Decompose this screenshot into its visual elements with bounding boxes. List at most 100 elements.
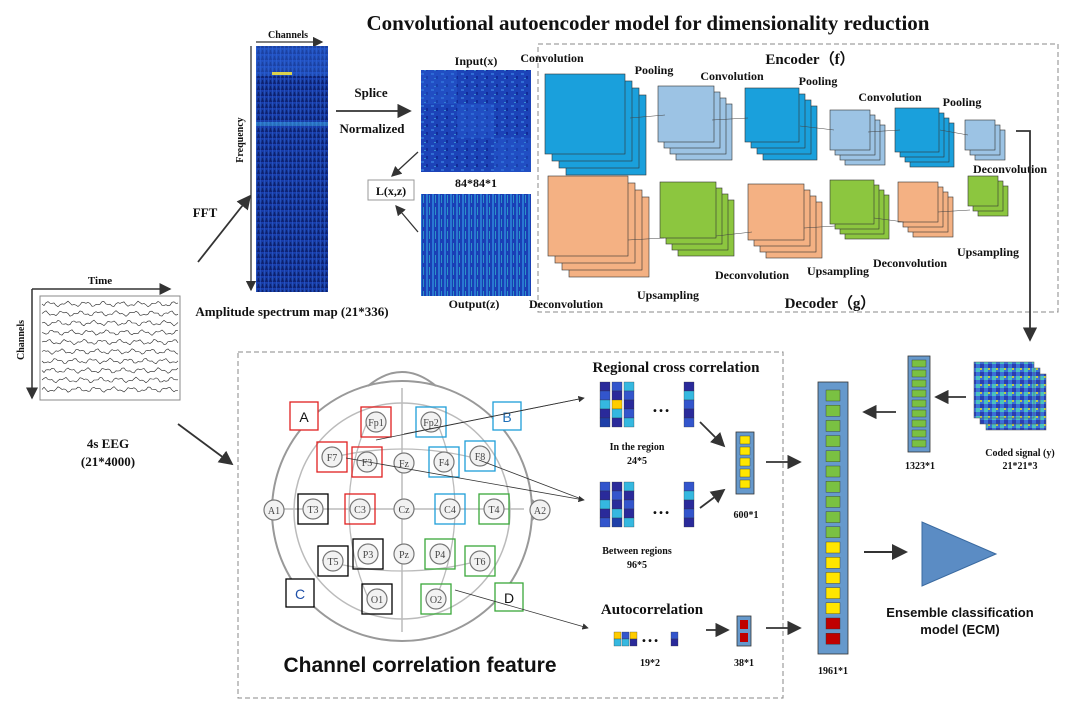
concat-cell xyxy=(825,465,841,478)
flattened-size: 1323*1 xyxy=(905,461,935,472)
vector-cell xyxy=(911,389,927,398)
eeg-trace xyxy=(41,357,179,365)
encoder-pool-layer xyxy=(964,119,996,151)
cross-vector-cells xyxy=(739,435,751,489)
electrode-region-box xyxy=(464,440,496,472)
encoder-connector xyxy=(867,129,901,133)
vector-cell xyxy=(911,429,927,438)
in-region-cell xyxy=(683,390,695,401)
eeg-trace xyxy=(41,348,179,355)
region-d-box xyxy=(494,582,524,612)
autocorr-cell xyxy=(621,631,630,640)
decoder-stage-2: Upsampling xyxy=(637,288,699,302)
electrode-label: P3 xyxy=(363,550,374,561)
electrode-label: T4 xyxy=(488,505,499,516)
between-cell xyxy=(599,481,611,492)
electrode-label: P4 xyxy=(435,550,446,561)
in-region-cell xyxy=(623,417,635,428)
decoder-deconv-layer xyxy=(897,181,939,223)
in-region-cell xyxy=(611,390,623,401)
vector-cell xyxy=(911,359,927,368)
autocorr-cell xyxy=(613,631,622,640)
electrode-p4 xyxy=(429,543,451,565)
eeg-trace xyxy=(41,319,179,327)
coded-signal: Coded signal (y) 21*21*3 xyxy=(973,361,1055,472)
eeg-caption-line1: 4s EEG xyxy=(87,436,129,451)
electrode-region-box xyxy=(351,446,383,478)
electrode-label: O2 xyxy=(430,595,442,606)
decoder-stage-5: Deconvolution xyxy=(873,256,947,270)
encoder-connector xyxy=(711,117,749,121)
electrode-region-box xyxy=(361,583,393,615)
between-cell xyxy=(623,499,635,510)
encoder-conv-layer xyxy=(894,107,940,153)
between-cell xyxy=(611,517,623,528)
concat-cell xyxy=(825,435,841,447)
loss-label: L(x,z) xyxy=(376,184,406,198)
electrode-t5 xyxy=(322,550,344,572)
fft-label: FFT xyxy=(193,205,218,220)
in-region-matrix xyxy=(599,381,695,428)
splice-label: Splice xyxy=(354,85,387,100)
autocorr-cell xyxy=(621,638,630,647)
in-region-cell xyxy=(599,408,611,419)
region-c-label: C xyxy=(295,586,305,602)
between-cell xyxy=(623,508,635,519)
between-cell xyxy=(599,517,611,528)
eeg-trace xyxy=(41,338,179,346)
electrode-label: O1 xyxy=(371,595,383,606)
electrode-t3 xyxy=(302,498,324,520)
eeg-trace xyxy=(41,376,178,384)
regional-title: Regional cross correlation xyxy=(593,360,761,376)
cross-size: 600*1 xyxy=(734,510,759,521)
electrode-fp2 xyxy=(420,411,442,433)
input-size: 84*84*1 xyxy=(455,176,497,190)
in-region-cell xyxy=(623,399,635,410)
in-region-cell xyxy=(683,399,695,410)
eeg-trace xyxy=(41,310,179,317)
electrode-fp1 xyxy=(365,411,387,433)
decoder-connector xyxy=(627,237,665,241)
encoder-blocks xyxy=(544,73,1006,176)
encoder-last-stage: Deconvolution xyxy=(973,162,1047,176)
between-cell xyxy=(683,517,695,528)
decoder-title: Decoder（g） xyxy=(785,294,876,312)
vector-cell xyxy=(911,439,927,448)
spectrum-frequency-label: Frequency xyxy=(235,117,246,162)
concat-cell xyxy=(825,420,841,432)
electrode-label: T3 xyxy=(307,505,318,516)
electrode-label: Fz xyxy=(399,459,410,470)
eeg-time-label: Time xyxy=(88,275,112,287)
encoder-stage-3: Convolution xyxy=(700,69,764,83)
electrode-region-box xyxy=(297,493,329,525)
electrode-f8 xyxy=(469,445,491,467)
electrode-f4 xyxy=(433,451,455,473)
in-region-cell xyxy=(683,381,695,392)
in-region-cell xyxy=(683,417,695,428)
concat-cell xyxy=(825,481,841,493)
encoder-conv-layer xyxy=(744,87,800,143)
electrode-region-box xyxy=(428,446,460,478)
region-d-label: D xyxy=(504,590,514,606)
electrode-f7 xyxy=(321,446,343,468)
decoder-connector xyxy=(873,217,905,223)
decoder-stage-6: Upsampling xyxy=(957,245,1019,259)
eeg-trace xyxy=(41,386,179,393)
in-region-cell xyxy=(611,417,623,428)
cross-cell xyxy=(739,435,751,445)
decoder-blocks xyxy=(547,175,1009,278)
vector-cell xyxy=(911,369,927,378)
in-region-cell xyxy=(623,381,635,392)
decoder-deconv-layer xyxy=(547,175,629,257)
autocorr-vec-size: 38*1 xyxy=(734,658,754,669)
electrode-region-box xyxy=(415,406,447,438)
autocorr-cell xyxy=(670,631,679,640)
electrode-cz xyxy=(393,498,415,520)
between-cell xyxy=(599,508,611,519)
between-cell xyxy=(623,517,635,528)
electrode-region-box xyxy=(420,583,452,615)
in-region-cell xyxy=(599,417,611,428)
ellipsis-3: … xyxy=(641,626,659,646)
diagram-title: Convolutional autoencoder model for dime… xyxy=(367,11,930,35)
